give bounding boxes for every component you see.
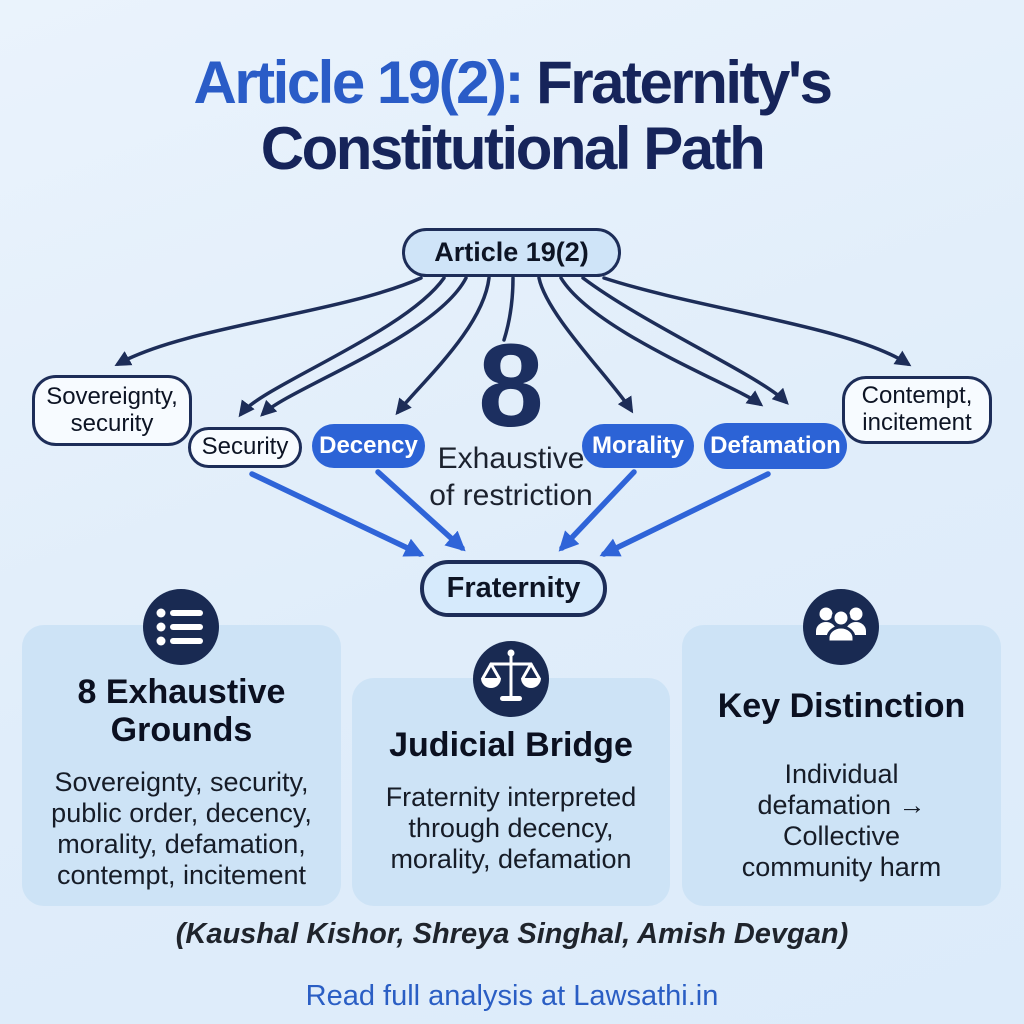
arrow-to-defamation-2 [581,276,789,405]
node-security: Security [188,427,302,468]
card-judicial-bridge: Judicial Bridge Fraternity interpreted t… [352,678,670,906]
arrow-to-security-2 [260,276,468,417]
card-title: 8 Exhaustive Grounds [77,673,286,750]
arrow-to-decency [395,276,491,416]
title-highlight: Article 19(2): [193,49,524,116]
main-title: Article 19(2): Fraternity's Constitution… [0,50,1024,182]
node-defamation: Defamation [704,423,847,469]
card-title: Key Distinction [717,687,966,725]
node-morality: Morality [582,424,694,468]
people-icon [803,589,879,665]
big-number-8: 8 [478,320,544,452]
arrow-to-security-1 [238,276,446,418]
card-body: Fraternity interpreted through decency, … [385,782,637,875]
list-icon [143,589,219,665]
center-caption: Exhaustive of restriction [429,442,593,512]
arrow-to-contempt [602,276,912,367]
node-sovereignty-security: Sovereignty, security [32,375,192,446]
card-key-distinction: Key Distinction Individual defamation → … [682,625,1001,906]
read-analysis-link[interactable]: Read full analysis at Lawsathi.in [305,980,719,1012]
arrow-morality-to-fraternity [558,469,637,552]
case-citations: (Kaushal Kishor, Shreya Singhal, Amish D… [175,918,849,950]
arrow-security-to-fraternity [249,471,425,557]
arrow-to-sovereignty [114,276,423,366]
title-rest: Fraternity's Constitutional Path [260,49,833,182]
card-title: Judicial Bridge [389,726,633,764]
node-contempt-incitement: Contempt, incitement [842,376,992,444]
card-exhaustive-grounds: 8 Exhaustive Grounds Sovereignty, securi… [22,625,341,906]
card-body: Sovereignty, security, public order, dec… [51,767,312,891]
arrow-defamation-to-fraternity [599,471,771,557]
arrow-to-morality [537,276,634,414]
arrow-to-defamation-1 [559,276,764,407]
scales-icon [473,641,549,717]
node-fraternity: Fraternity [420,560,607,617]
node-article-19-2: Article 19(2) [402,228,621,277]
line-center-stub [502,276,515,342]
card-body: Individual defamation → Collective commu… [741,759,942,883]
arrow-decency-to-fraternity [375,469,466,552]
node-decency: Decency [312,424,425,468]
